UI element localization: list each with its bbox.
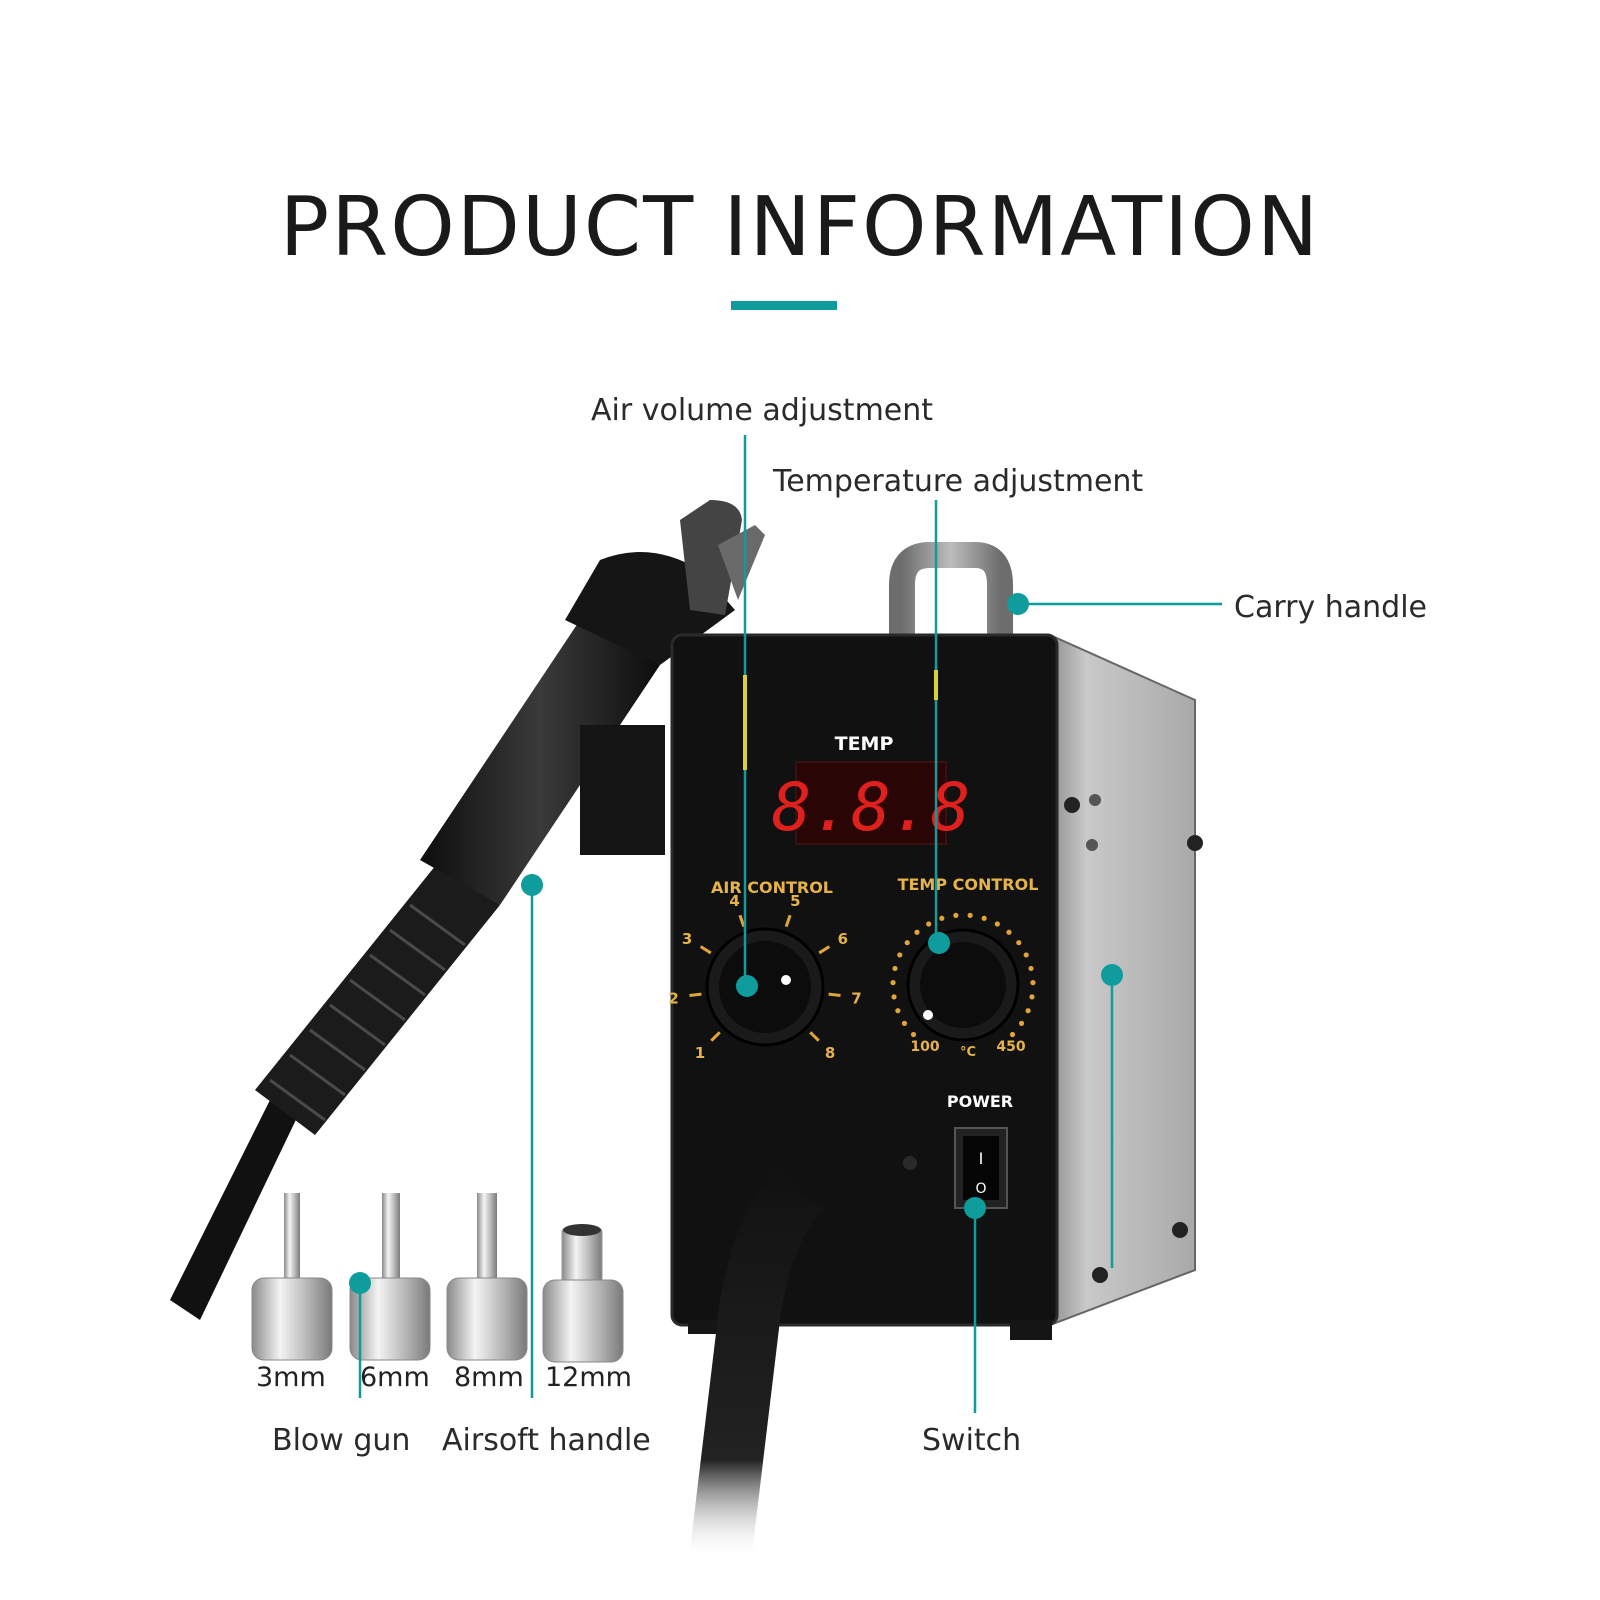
air-scale-number: 8 — [825, 1044, 835, 1062]
side-callout-dot — [1101, 964, 1123, 986]
side-screw — [1089, 794, 1101, 806]
temp-scale-dot — [914, 929, 920, 935]
temp-min-label: 100 — [910, 1039, 939, 1055]
unit-side-panel — [1049, 633, 1196, 1327]
nozzle-6mm — [349, 1193, 431, 1361]
temp-scale-dot — [1028, 965, 1034, 972]
temp-label: TEMP — [835, 733, 894, 755]
air-volume-callout-dot — [736, 975, 758, 997]
carry-handle-label: Carry handle — [1234, 590, 1428, 625]
temp-scale-dot — [892, 965, 898, 972]
air-scale-tick — [784, 914, 792, 928]
temp-scale-dot — [890, 980, 896, 986]
temp-display-value: 8.8.8 — [772, 769, 971, 846]
temp-scale-dot — [897, 952, 903, 958]
side-screw — [1086, 839, 1098, 851]
unit-foot — [688, 1320, 718, 1334]
carry-handle — [889, 542, 1013, 653]
air-volume-label: Air volume adjustment — [591, 393, 934, 428]
blow-gun — [170, 500, 765, 1320]
temp-scale-dot — [901, 1020, 908, 1026]
temp-scale-dot — [953, 912, 959, 918]
temperature-callout-dot — [928, 932, 950, 954]
temp-scale-dot — [994, 921, 1000, 927]
temp-max-label: 450 — [996, 1039, 1025, 1055]
temp-scale-dot — [895, 1008, 901, 1014]
power-switch[interactable]: I O — [954, 1127, 1008, 1209]
temp-scale-dot — [910, 1031, 917, 1038]
blow-gun-callout-dot — [349, 1272, 371, 1294]
nozzle-label-3mm: 3mm — [256, 1362, 326, 1393]
title-underline — [731, 301, 837, 310]
air-scale-tick — [689, 992, 702, 997]
carry-handle-callout-dot — [1007, 593, 1029, 615]
switch-callout-dot — [964, 1197, 986, 1219]
air-scale-tick — [818, 945, 831, 955]
air-scale-number: 6 — [838, 930, 848, 948]
side-screw — [1187, 835, 1203, 851]
temp-scale-dot — [1009, 1031, 1016, 1038]
air-control-knob[interactable] — [705, 927, 825, 1047]
temp-scale-dot — [904, 940, 910, 946]
side-screw — [1172, 1222, 1188, 1238]
temp-scale-dot — [939, 915, 945, 921]
air-scale-number: 4 — [729, 892, 739, 910]
air-scale-tick — [699, 945, 712, 955]
temp-scale-dot — [926, 921, 932, 927]
air-scale-tick — [710, 1031, 721, 1042]
nozzle-label-8mm: 8mm — [454, 1362, 524, 1393]
temp-scale-dot — [981, 915, 987, 921]
temp-scale-dot — [1006, 929, 1012, 935]
switch-label: Switch — [922, 1423, 1022, 1458]
temperature-label: Temperature adjustment — [773, 464, 1144, 499]
temp-scale-dot — [1025, 1008, 1031, 1014]
temp-scale-dot — [1018, 1020, 1025, 1026]
temp-scale-dot — [1016, 940, 1022, 946]
nozzle-3mm — [251, 1193, 333, 1361]
temp-scale-dot — [1030, 980, 1036, 986]
air-scale-number: 1 — [695, 1044, 705, 1062]
air-scale-number: 5 — [790, 892, 800, 910]
air-scale-number: 2 — [668, 989, 678, 1007]
temp-display — [795, 761, 947, 845]
air-control-scale: 1 2 3 4 5 6 7 8 — [668, 892, 861, 1062]
page-title: PRODUCT INFORMATION — [279, 180, 1321, 275]
unit-foot — [1010, 1320, 1052, 1340]
temp-scale-dot — [1023, 952, 1029, 958]
switch-off-mark: O — [975, 1181, 986, 1197]
switch-on-mark: I — [979, 1149, 984, 1168]
temp-control-knob[interactable] — [906, 928, 1020, 1042]
air-control-label: AIR CONTROL — [711, 878, 833, 897]
airsoft-handle-callout-dot — [521, 874, 543, 896]
air-scale-tick — [809, 1031, 820, 1042]
air-scale-tick — [738, 914, 746, 928]
nozzle-12mm — [542, 1224, 624, 1363]
temp-control-scale — [890, 912, 1036, 1038]
hose-connector — [785, 1123, 895, 1207]
panel-screw — [903, 1156, 917, 1170]
air-scale-number: 3 — [682, 930, 692, 948]
temp-control-label: TEMP CONTROL — [898, 875, 1039, 894]
power-label: POWER — [947, 1092, 1013, 1111]
temp-scale-dot — [891, 994, 897, 1000]
temp-scale-dot — [967, 912, 973, 918]
airsoft-handle-label: Airsoft handle — [442, 1423, 651, 1458]
side-screw — [1092, 1267, 1108, 1283]
temp-unit-label: °C — [960, 1045, 976, 1060]
air-scale-number: 7 — [851, 989, 861, 1007]
side-screw — [1064, 797, 1080, 813]
nozzle-8mm — [446, 1193, 528, 1361]
nozzle-label-6mm: 6mm — [360, 1362, 430, 1393]
nozzle-label-12mm: 12mm — [545, 1362, 632, 1393]
blow-gun-label: Blow gun — [272, 1423, 411, 1458]
temp-scale-dot — [1029, 994, 1035, 1000]
air-scale-tick — [828, 992, 841, 997]
